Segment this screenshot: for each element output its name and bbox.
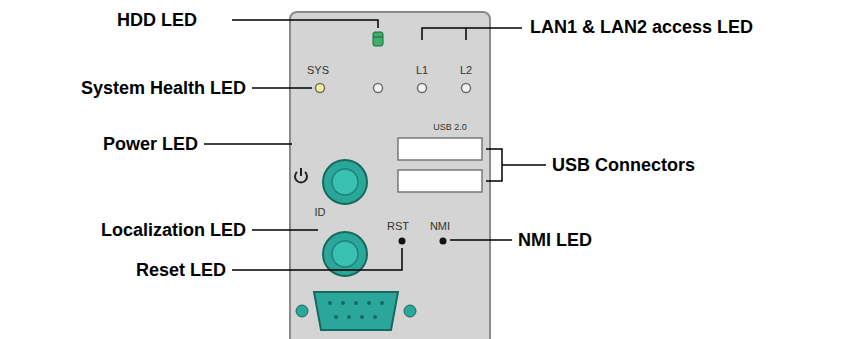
usb-ports bbox=[398, 138, 482, 192]
callout-label: Localization LED bbox=[101, 220, 246, 241]
panel-marking: USB 2.0 bbox=[433, 122, 467, 132]
pinholes bbox=[399, 238, 447, 245]
panel-marking: RST bbox=[387, 220, 409, 233]
callout-label: System Health LED bbox=[81, 78, 246, 99]
serial-connector bbox=[296, 292, 416, 330]
power-button bbox=[295, 160, 367, 204]
hdd-icon bbox=[373, 32, 383, 46]
callout-label: HDD LED bbox=[117, 10, 197, 31]
panel-marking: ID bbox=[315, 206, 326, 219]
leader-lines bbox=[204, 20, 546, 270]
status-leds bbox=[316, 84, 471, 93]
panel-marking: NMI bbox=[430, 220, 450, 233]
panel-marking: SYS bbox=[307, 64, 329, 77]
callout-label: LAN1 & LAN2 access LED bbox=[530, 17, 753, 38]
callout-label: Power LED bbox=[103, 134, 198, 155]
panel-marking: L1 bbox=[416, 64, 428, 77]
panel-marking: L2 bbox=[460, 64, 472, 77]
callout-label: Reset LED bbox=[136, 260, 226, 281]
callout-label: USB Connectors bbox=[552, 155, 695, 176]
panel bbox=[290, 12, 490, 339]
callout-label: NMI LED bbox=[518, 230, 592, 251]
